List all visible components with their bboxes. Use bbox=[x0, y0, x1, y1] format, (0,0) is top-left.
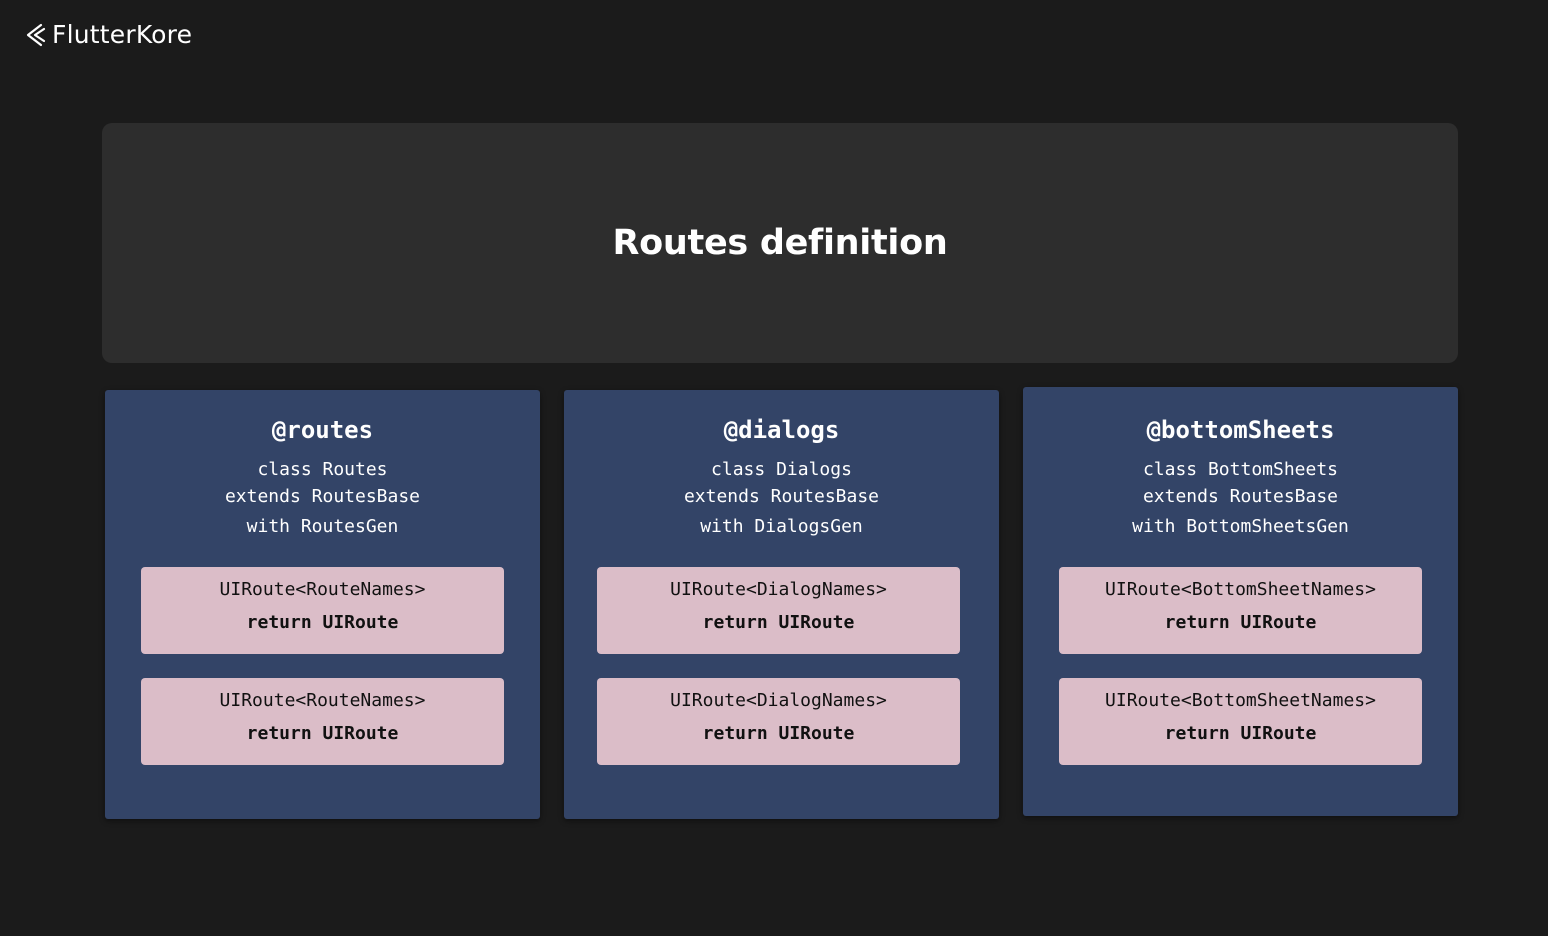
route-card: UIRoute<RouteNames> return UIRoute bbox=[141, 567, 504, 654]
column-heading: @routes bbox=[271, 416, 374, 444]
column-heading: @dialogs bbox=[723, 416, 840, 444]
route-card: UIRoute<RouteNames> return UIRoute bbox=[141, 678, 504, 765]
with-line: with BottomSheetsGen bbox=[1132, 516, 1349, 537]
title-panel: Routes definition bbox=[102, 123, 1458, 363]
brand-logo: FlutterKore bbox=[22, 20, 192, 50]
return-label: return UIRoute bbox=[246, 723, 399, 744]
column-heading: @bottomSheets bbox=[1146, 416, 1335, 444]
class-line: class Dialogs bbox=[711, 459, 852, 480]
route-type-label: UIRoute<RouteNames> bbox=[219, 690, 426, 711]
with-line: with RoutesGen bbox=[246, 516, 399, 537]
return-label: return UIRoute bbox=[246, 612, 399, 633]
route-type-label: UIRoute<BottomSheetNames> bbox=[1105, 579, 1376, 600]
with-line: with DialogsGen bbox=[700, 516, 863, 537]
extends-line: extends RoutesBase bbox=[224, 486, 421, 507]
dialog-card: UIRoute<DialogNames> return UIRoute bbox=[597, 567, 960, 654]
return-label: return UIRoute bbox=[702, 612, 855, 633]
bottomsheets-column: @bottomSheets class BottomSheets extends… bbox=[1023, 387, 1458, 816]
return-label: return UIRoute bbox=[1164, 723, 1317, 744]
route-type-label: UIRoute<RouteNames> bbox=[219, 579, 426, 600]
extends-line: extends RoutesBase bbox=[683, 486, 880, 507]
bottomsheet-card: UIRoute<BottomSheetNames> return UIRoute bbox=[1059, 567, 1422, 654]
dialog-card: UIRoute<DialogNames> return UIRoute bbox=[597, 678, 960, 765]
class-line: class BottomSheets bbox=[1142, 459, 1339, 480]
flutterkore-logo-icon bbox=[26, 23, 46, 47]
route-type-label: UIRoute<DialogNames> bbox=[670, 690, 887, 711]
routes-column: @routes class Routes extends RoutesBase … bbox=[105, 390, 540, 819]
return-label: return UIRoute bbox=[1164, 612, 1317, 633]
return-label: return UIRoute bbox=[702, 723, 855, 744]
extends-line: extends RoutesBase bbox=[1142, 486, 1339, 507]
brand-name: FlutterKore bbox=[52, 20, 193, 49]
route-type-label: UIRoute<BottomSheetNames> bbox=[1105, 690, 1376, 711]
dialogs-column: @dialogs class Dialogs extends RoutesBas… bbox=[564, 390, 999, 819]
page-title: Routes definition bbox=[612, 223, 948, 263]
class-line: class Routes bbox=[257, 459, 388, 480]
bottomsheet-card: UIRoute<BottomSheetNames> return UIRoute bbox=[1059, 678, 1422, 765]
route-type-label: UIRoute<DialogNames> bbox=[670, 579, 887, 600]
